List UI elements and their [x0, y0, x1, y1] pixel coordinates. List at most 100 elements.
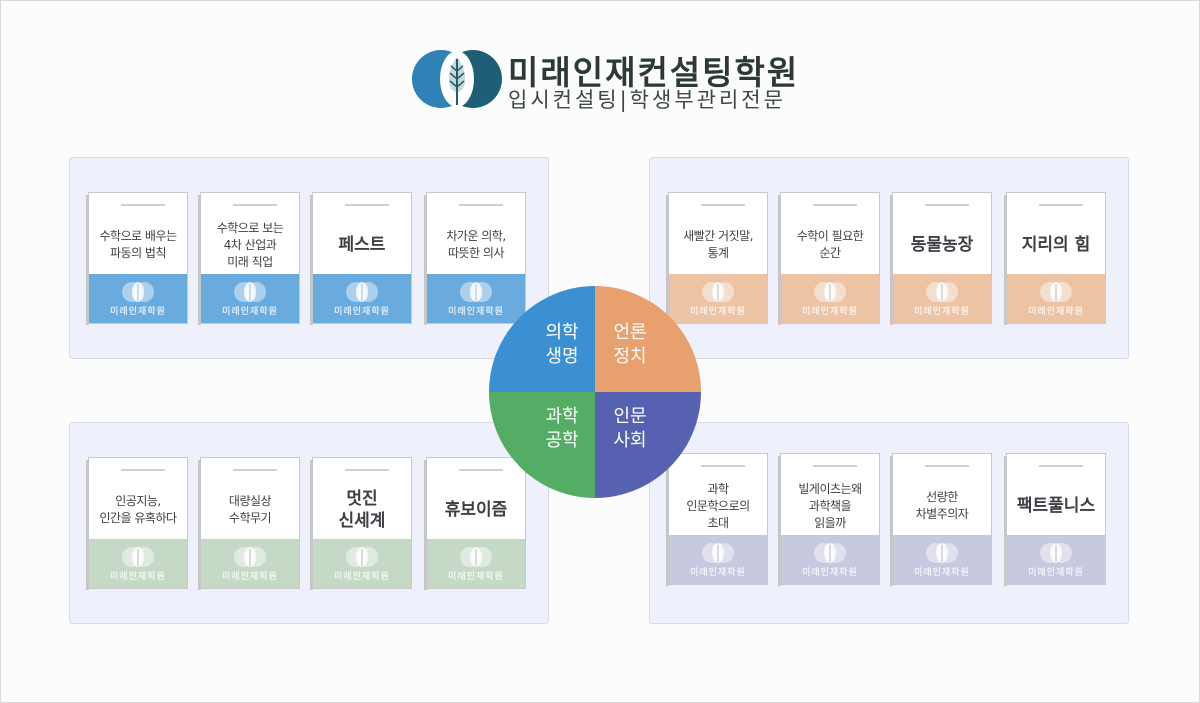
wheel-segment-medicine: [489, 286, 595, 392]
academy-name: 미래인재컨설팅학원: [508, 53, 800, 92]
field-wheel-graphic: [489, 286, 701, 498]
wheel-label-humanities: 인문 사회: [613, 406, 647, 451]
book-band: 미래인재학원: [89, 274, 187, 323]
wheel-label-science: 과학 공학: [545, 406, 579, 451]
book-top-line: [459, 469, 503, 471]
book-title: 수학으로 보는 4차 산업과 미래 직업: [216, 220, 284, 269]
book-band: 미래인재학원: [89, 539, 187, 588]
book-band: 미래인재학원: [781, 274, 879, 323]
leaf-logo-icon: [926, 282, 958, 302]
book-band-text: 미래인재학원: [690, 568, 746, 578]
book-band-text: 미래인재학원: [334, 572, 390, 582]
book-top-line: [233, 204, 277, 206]
book-band: 미래인재학원: [201, 274, 299, 323]
book-top-line: [345, 204, 389, 206]
book-top-line: [701, 465, 745, 467]
wheel-segment-media: [595, 286, 701, 392]
book-band: 미래인재학원: [1007, 274, 1105, 323]
book-band: 미래인재학원: [201, 539, 299, 588]
leaf-logo-icon: [926, 543, 958, 563]
book-title: 수학이 필요한 순간: [796, 229, 864, 260]
leaf-logo-icon: [1040, 543, 1072, 563]
book-title: 멋진 신세계: [338, 489, 386, 531]
book-title: 인공지능, 인간을 유혹하다: [99, 494, 177, 525]
book-top-line: [345, 469, 389, 471]
book-title: 동물농장: [910, 235, 974, 255]
tree-logo-icon: [412, 50, 502, 108]
leaf-logo-icon: [702, 282, 734, 302]
book-band-text: 미래인재학원: [914, 568, 970, 578]
book-band: 미래인재학원: [1007, 535, 1105, 584]
leaf-logo-icon: [814, 543, 846, 563]
leaf-logo-icon: [702, 543, 734, 563]
book-title: 선량한 차별주의자: [915, 490, 969, 521]
book-title: 휴보이즘: [444, 500, 508, 520]
leaf-logo-icon: [234, 282, 266, 302]
book-top-line: [701, 204, 745, 206]
leaf-logo-icon: [460, 282, 492, 302]
book-band: 미래인재학원: [669, 535, 767, 584]
book-top-line: [459, 204, 503, 206]
leaf-logo-icon: [346, 547, 378, 567]
book-band-text: 미래인재학원: [222, 307, 278, 317]
wheel-label-medicine: 의학 생명: [545, 322, 579, 367]
book-title: 대량실상 수학무기: [228, 494, 272, 525]
book-top-line: [121, 469, 165, 471]
book-band-text: 미래인재학원: [110, 572, 166, 582]
book-band: 미래인재학원: [313, 539, 411, 588]
book-band: 미래인재학원: [313, 274, 411, 323]
book-band: 미래인재학원: [427, 539, 525, 588]
leaf-logo-icon: [814, 282, 846, 302]
book-top-line: [233, 469, 277, 471]
book-band-text: 미래인재학원: [448, 572, 504, 582]
book-top-line: [1039, 204, 1083, 206]
book-band: 미래인재학원: [893, 274, 991, 323]
academy-tagline: 입시컨설팅|학생부관리전문: [508, 88, 786, 112]
book-band: 미래인재학원: [893, 535, 991, 584]
book-band-text: 미래인재학원: [334, 307, 390, 317]
book-band-text: 미래인재학원: [914, 307, 970, 317]
book-band-text: 미래인재학원: [448, 307, 504, 317]
wheel-label-media: 언론 정치: [613, 322, 647, 367]
leaf-logo-icon: [122, 282, 154, 302]
book-band-text: 미래인재학원: [222, 572, 278, 582]
book-band-text: 미래인재학원: [110, 307, 166, 317]
book-title: 지리의 힘: [1021, 235, 1091, 255]
leaf-logo-icon: [122, 547, 154, 567]
book-band: 미래인재학원: [781, 535, 879, 584]
book-top-line: [813, 204, 857, 206]
book-band-text: 미래인재학원: [1028, 568, 1084, 578]
book-band: 미래인재학원: [427, 274, 525, 323]
book-top-line: [813, 465, 857, 467]
book-title: 페스트: [338, 235, 386, 255]
book-title: 수학으로 배우는 파동의 법칙: [99, 229, 177, 260]
leaf-logo-icon: [1040, 282, 1072, 302]
book-top-line: [925, 204, 969, 206]
book-title: 팩트풀니스: [1016, 496, 1096, 516]
book-title: 빌게이츠는왜 과학책을 읽을까: [798, 481, 862, 530]
book-title: 차가운 의학, 따뜻한 의사: [446, 229, 506, 260]
book-band-text: 미래인재학원: [802, 568, 858, 578]
leaf-logo-icon: [234, 547, 266, 567]
